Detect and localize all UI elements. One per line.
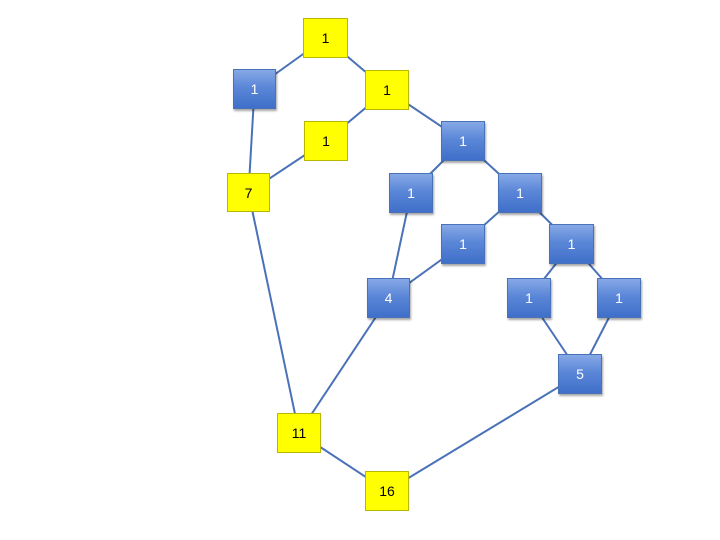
node-blue-1: 1 [441, 121, 485, 161]
node-blue-2: 1 [389, 173, 433, 213]
node-four: 4 [367, 278, 410, 318]
node-blue-5: 1 [549, 224, 594, 264]
node-left-1: 1 [233, 69, 276, 109]
node-blue-7: 1 [597, 278, 641, 318]
edge-n_seven-n_eleven [247, 192, 300, 434]
node-sixteen: 16 [365, 471, 409, 511]
node-mid-1: 1 [304, 121, 348, 161]
node-blue-6: 1 [507, 278, 551, 318]
edge-n_five-n_sixteen [386, 373, 581, 492]
node-blue-3: 1 [498, 173, 542, 213]
edge-n_four-n_eleven [298, 297, 390, 434]
node-eleven: 11 [277, 413, 321, 453]
node-five: 5 [558, 354, 602, 394]
node-blue-4: 1 [441, 224, 485, 264]
node-top: 1 [303, 18, 348, 58]
node-right-1: 1 [365, 70, 409, 110]
node-seven: 7 [227, 173, 270, 212]
